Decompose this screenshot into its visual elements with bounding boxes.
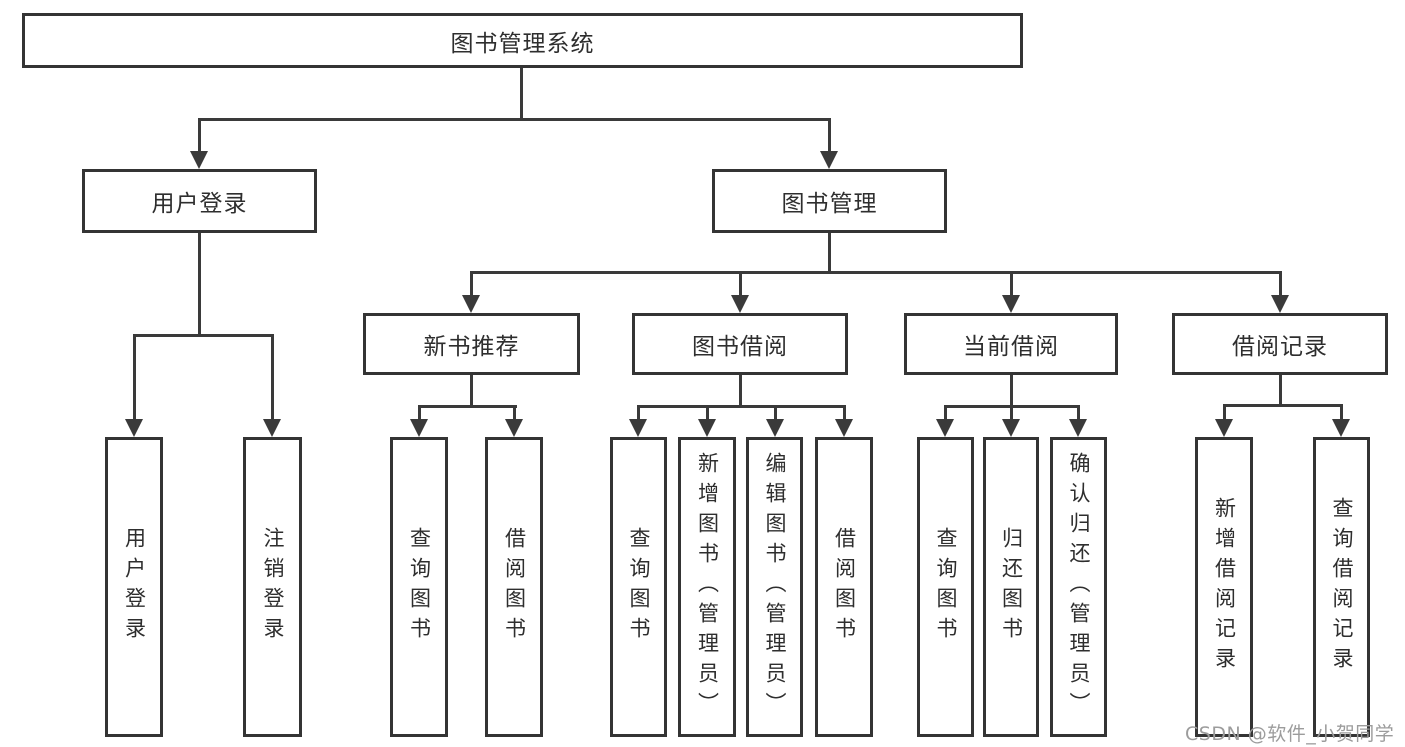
leaf-bb-edit-books-admin: 编辑图书（管理员） bbox=[746, 437, 803, 737]
leaf-label: 借阅图书 bbox=[832, 527, 857, 647]
node-library-management-system: 图书管理系统 bbox=[22, 13, 1023, 68]
arrow-down-icon bbox=[698, 419, 716, 437]
arrow-down-icon bbox=[1002, 295, 1020, 313]
arrow-down-icon bbox=[410, 419, 428, 437]
connector-book-borrow-bar bbox=[637, 405, 846, 408]
leaf-bb-borrow-books: 借阅图书 bbox=[815, 437, 873, 737]
connector-drop bbox=[944, 405, 947, 421]
leaf-label: 查询借阅记录 bbox=[1330, 497, 1354, 677]
node-book-borrowing: 图书借阅 bbox=[632, 313, 848, 375]
connector-drop bbox=[1077, 405, 1080, 421]
connector-drop-book-borrow bbox=[739, 271, 742, 297]
connector-borrow-records-stem bbox=[1279, 375, 1282, 407]
connector-drop bbox=[706, 405, 709, 421]
arrow-down-icon bbox=[190, 151, 208, 169]
connector-current-borrow-stem bbox=[1010, 375, 1013, 408]
node-current-borrowing: 当前借阅 bbox=[904, 313, 1118, 375]
connector-new-book-rec-bar bbox=[418, 405, 517, 408]
arrow-down-icon bbox=[731, 295, 749, 313]
connector-user-login-bar bbox=[133, 334, 274, 337]
connector-book-borrow-stem bbox=[739, 375, 742, 408]
connector-new-book-rec-stem bbox=[470, 375, 473, 408]
node-book-management: 图书管理 bbox=[712, 169, 947, 233]
leaf-label: 新增图书（管理员） bbox=[695, 452, 720, 722]
leaf-label: 查询图书 bbox=[934, 527, 958, 647]
connector-drop bbox=[418, 405, 421, 421]
leaf-rec-query-books: 查询图书 bbox=[390, 437, 448, 737]
arrow-down-icon bbox=[835, 419, 853, 437]
leaf-label: 用户登录 bbox=[122, 527, 147, 647]
csdn-watermark: CSDN @软件_小贺同学 bbox=[1185, 723, 1395, 745]
leaf-cb-return-books: 归还图书 bbox=[983, 437, 1039, 737]
node-user-login: 用户登录 bbox=[82, 169, 317, 233]
connector-drop-leaf-user-login bbox=[133, 334, 136, 419]
arrow-down-icon bbox=[1069, 419, 1087, 437]
connector-drop-current-borrow bbox=[1010, 271, 1013, 297]
connector-root-bar bbox=[198, 118, 831, 121]
arrow-down-icon bbox=[1271, 295, 1289, 313]
leaf-cb-query-books: 查询图书 bbox=[917, 437, 974, 737]
connector-drop bbox=[774, 405, 777, 421]
leaf-user-login: 用户登录 bbox=[105, 437, 163, 737]
node-new-book-recommend: 新书推荐 bbox=[363, 313, 580, 375]
arrow-down-icon bbox=[1332, 419, 1350, 437]
connector-drop bbox=[1340, 404, 1343, 421]
connector-drop-user-login bbox=[198, 118, 201, 152]
leaf-label: 查询图书 bbox=[407, 527, 432, 647]
arrow-down-icon bbox=[1002, 419, 1020, 437]
leaf-br-add-record: 新增借阅记录 bbox=[1195, 437, 1253, 737]
connector-book-mgmt-stem bbox=[828, 233, 831, 274]
connector-drop bbox=[513, 405, 516, 421]
arrow-down-icon bbox=[505, 419, 523, 437]
connector-drop bbox=[637, 405, 640, 421]
leaf-label: 编辑图书（管理员） bbox=[763, 452, 787, 722]
arrow-down-icon bbox=[462, 295, 480, 313]
arrow-down-icon bbox=[1215, 419, 1233, 437]
leaf-br-query-record: 查询借阅记录 bbox=[1313, 437, 1370, 737]
arrow-down-icon bbox=[629, 419, 647, 437]
connector-drop-leaf-logout bbox=[271, 334, 274, 419]
arrow-down-icon bbox=[936, 419, 954, 437]
leaf-bb-add-books-admin: 新增图书（管理员） bbox=[678, 437, 736, 737]
connector-user-login-stem bbox=[198, 233, 201, 336]
connector-root-stem bbox=[520, 67, 523, 120]
leaf-label: 借阅图书 bbox=[502, 527, 527, 647]
connector-borrow-records-bar bbox=[1223, 404, 1343, 407]
leaf-label: 注销登录 bbox=[261, 527, 285, 647]
leaf-label: 新增借阅记录 bbox=[1212, 497, 1237, 677]
leaf-label: 确认归还（管理员） bbox=[1067, 452, 1091, 722]
connector-drop bbox=[843, 405, 846, 421]
leaf-bb-query-books: 查询图书 bbox=[610, 437, 667, 737]
connector-book-mgmt-bar bbox=[470, 271, 1282, 274]
connector-drop-new-book-rec bbox=[470, 271, 473, 297]
connector-drop bbox=[1010, 405, 1013, 421]
connector-drop bbox=[1223, 404, 1226, 421]
leaf-cb-confirm-return-admin: 确认归还（管理员） bbox=[1050, 437, 1107, 737]
leaf-rec-borrow-books: 借阅图书 bbox=[485, 437, 543, 737]
arrow-down-icon bbox=[820, 151, 838, 169]
arrow-down-icon bbox=[263, 419, 281, 437]
node-borrowing-records: 借阅记录 bbox=[1172, 313, 1388, 375]
leaf-logout: 注销登录 bbox=[243, 437, 302, 737]
connector-drop-borrow-records bbox=[1279, 271, 1282, 297]
connector-drop-book-mgmt bbox=[828, 118, 831, 152]
arrow-down-icon bbox=[766, 419, 784, 437]
leaf-label: 查询图书 bbox=[627, 527, 651, 647]
leaf-label: 归还图书 bbox=[999, 527, 1024, 647]
arrow-down-icon bbox=[125, 419, 143, 437]
